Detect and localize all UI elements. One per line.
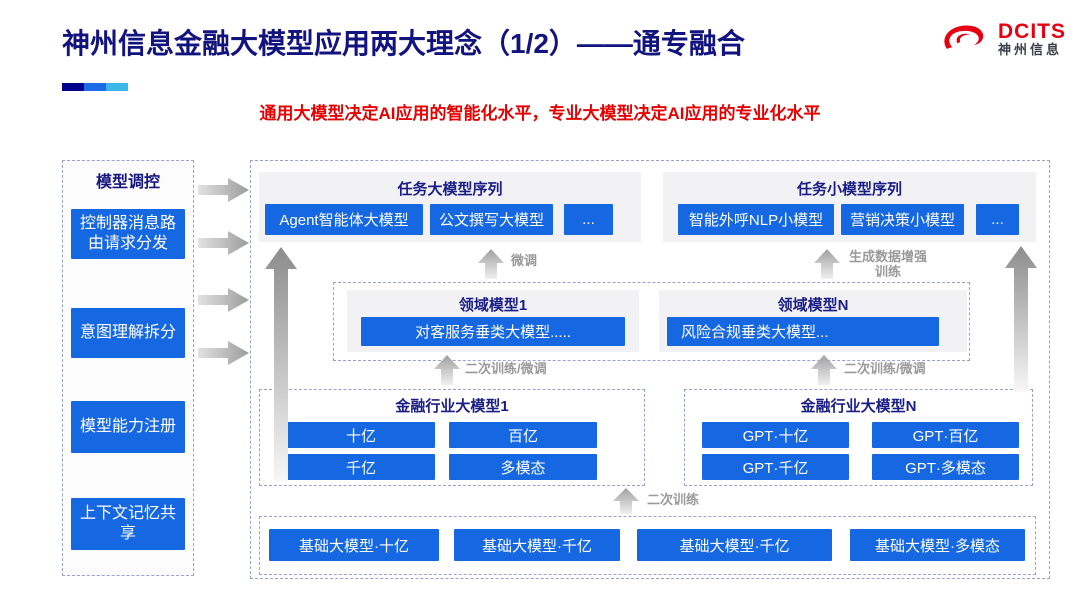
generate-data-label: 生成数据增强训练: [848, 249, 927, 279]
domain-model-1-title: 领域模型1: [458, 297, 528, 314]
up-arrow-icon: [434, 355, 460, 385]
model-box-multimodal: 多模态: [449, 454, 597, 480]
domain-model-n-panel: 领域模型N 风险合规垂类大模型...: [659, 290, 967, 352]
model-box-base-100b: 基础大模型·千亿: [454, 529, 620, 561]
model-box-gpt-10b: GPT·百亿: [872, 422, 1019, 448]
industry-model-1-container: 金融行业大模型1 十亿 百亿 千亿 多模态: [259, 389, 645, 486]
task-large-series-panel: 任务大模型序列 Agent智能体大模型 公文撰写大模型 ...: [259, 172, 641, 242]
diagram-container: 任务大模型序列 Agent智能体大模型 公文撰写大模型 ... 任务小模型序列 …: [250, 160, 1050, 579]
sidebar-item-label: 模型能力注册: [79, 418, 176, 435]
model-box-base-100b-2: 基础大模型·千亿: [637, 529, 832, 561]
sidebar-item-router: 控制器消息路由请求分发: [71, 209, 185, 259]
fine-tune-label: 微调: [511, 253, 538, 268]
sidebar-item-register: 模型能力注册: [71, 401, 185, 453]
up-arrow-tall-icon: [1005, 246, 1037, 392]
sidebar-item-label: 意图理解拆分: [79, 324, 176, 341]
model-box-base-multimodal: 基础大模型·多模态: [850, 529, 1025, 561]
task-small-series-panel: 任务小模型序列 智能外呼NLP小模型 营销决策小模型 ...: [663, 172, 1036, 242]
page-title: 神州信息金融大模型应用两大理念（1/2）——通专融合: [62, 28, 745, 59]
title-accent-bar: [62, 83, 128, 91]
model-box-ellipsis: ...: [564, 204, 613, 235]
task-large-series-title: 任务大模型序列: [397, 181, 503, 198]
industry-model-1-title: 金融行业大模型1: [395, 398, 509, 415]
model-box-marketing: 营销决策小模型: [841, 204, 964, 235]
sidebar-item-context: 上下文记忆共享: [71, 498, 185, 550]
domain-model-n-title: 领域模型N: [777, 297, 849, 314]
accent-bar-segment: [84, 83, 106, 91]
model-box-gpt-multimodal: GPT·多模态: [872, 454, 1019, 480]
up-arrow-icon: [478, 249, 504, 279]
domain-models-container: 领域模型1 对客服务垂类大模型..... 领域模型N 风险合规垂类大模型...: [333, 282, 970, 361]
model-box-risk-compliance: 风险合规垂类大模型...: [667, 317, 939, 346]
logo-brand: DCITS: [998, 20, 1066, 44]
model-box-gpt-1b: GPT·十亿: [702, 422, 849, 448]
sidebar-title: 模型调控: [95, 174, 160, 191]
model-box-10b: 百亿: [449, 422, 597, 448]
domain-model-1-panel: 领域模型1 对客服务垂类大模型.....: [347, 290, 639, 352]
right-arrow-icon: [198, 288, 249, 312]
model-box-ellipsis: ...: [976, 204, 1019, 235]
sidebar-item-intent: 意图理解拆分: [71, 308, 185, 358]
task-small-series-title: 任务小模型序列: [796, 181, 902, 198]
dcits-swirl-icon: [944, 25, 984, 49]
model-box-customer-service: 对客服务垂类大模型.....: [361, 317, 625, 346]
up-arrow-icon: [814, 249, 840, 279]
logo-text: DCITS 神州信息: [998, 21, 1066, 57]
base-models-container: 基础大模型·十亿 基础大模型·千亿 基础大模型·千亿 基础大模型·多模态: [259, 516, 1036, 575]
slide-subtitle: 通用大模型决定AI应用的智能化水平，专业大模型决定AI应用的专业化水平: [259, 104, 821, 123]
accent-bar-segment: [106, 83, 128, 91]
up-arrow-icon: [811, 355, 837, 385]
model-box-document: 公文撰写大模型: [430, 204, 553, 235]
sidebar-item-label: 上下文记忆共享: [79, 505, 176, 542]
model-control-sidebar: 模型调控 控制器消息路由请求分发 意图理解拆分 模型能力注册 上下文记忆共享: [62, 160, 194, 576]
logo-brand-cn: 神州信息: [998, 42, 1063, 58]
sidebar-item-label: 控制器消息路由请求分发: [79, 215, 176, 252]
model-box-base-1b: 基础大模型·十亿: [269, 529, 439, 561]
right-arrow-icon: [198, 341, 249, 365]
dcits-logo: DCITS 神州信息: [936, 20, 1066, 58]
model-box-1b: 十亿: [287, 422, 435, 448]
retrain-bottom-label: 二次训练: [647, 492, 700, 507]
right-arrow-icon: [198, 178, 249, 202]
model-box-agent: Agent智能体大模型: [265, 204, 423, 235]
up-arrow-icon: [613, 488, 639, 514]
accent-bar-segment: [62, 83, 84, 91]
model-box-nlp-call: 智能外呼NLP小模型: [678, 204, 834, 235]
retrain-right-label: 二次训练/微调: [844, 361, 926, 376]
industry-model-n-container: 金融行业大模型N GPT·十亿 GPT·百亿 GPT·千亿 GPT·多模态: [684, 389, 1033, 486]
retrain-left-label: 二次训练/微调: [465, 361, 547, 376]
industry-model-n-title: 金融行业大模型N: [800, 398, 917, 415]
model-box-gpt-100b: GPT·千亿: [702, 454, 849, 480]
model-box-100b: 千亿: [287, 454, 435, 480]
up-arrow-tall-icon: [265, 247, 297, 481]
right-arrow-icon: [198, 231, 249, 255]
